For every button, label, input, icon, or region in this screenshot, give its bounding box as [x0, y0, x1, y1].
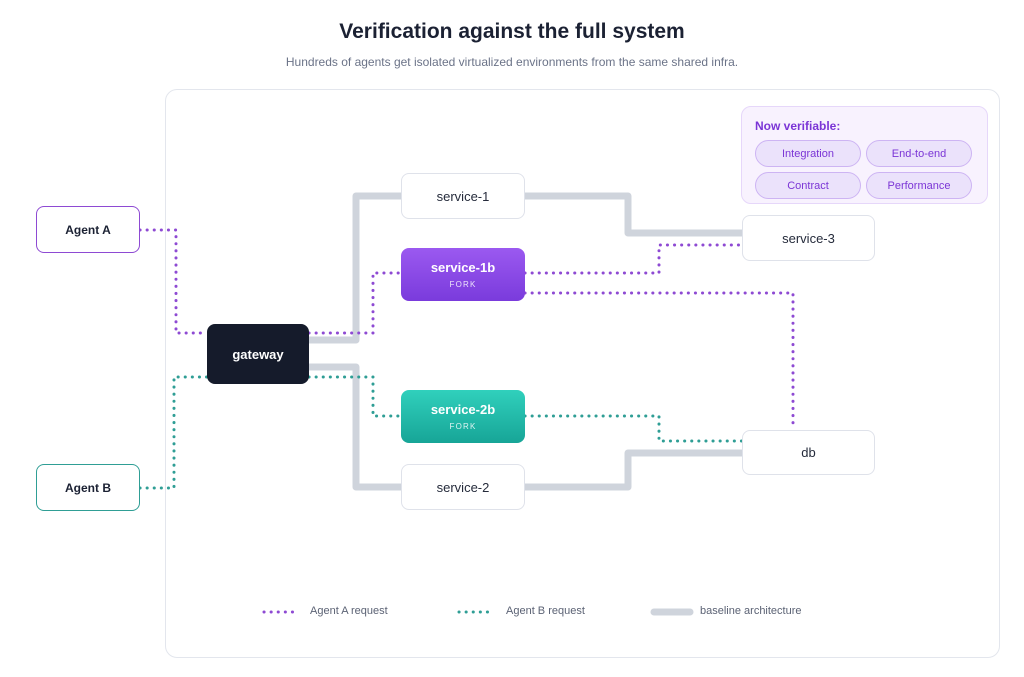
agent-b-label: Agent B — [65, 480, 111, 495]
service-2b-label: service-2b — [430, 402, 496, 417]
service-3-node: service-3 — [742, 215, 875, 261]
baseline-service1-service3 — [525, 192, 742, 237]
service-1-label: service-1 — [436, 188, 490, 204]
service-2b-fork-node: service-2b FORK — [401, 390, 525, 443]
legend-agent-b-label: Agent B request — [506, 605, 585, 617]
agent-a-path-to-db — [523, 291, 795, 431]
fork-tag: FORK — [449, 422, 477, 431]
agent-a-node: Agent A — [36, 206, 140, 253]
baseline-service2-db — [525, 449, 742, 491]
service-1-node: service-1 — [401, 173, 525, 219]
fork-tag: FORK — [449, 280, 477, 289]
service-1b-label: service-1b — [430, 260, 496, 275]
legend-baseline-label: baseline architecture — [700, 605, 802, 617]
agent-b-node: Agent B — [36, 464, 140, 511]
agent-a-path-to-service3 — [523, 243, 744, 275]
verifiable-item-contract: Contract — [755, 172, 861, 199]
verifiable-item-integration: Integration — [755, 140, 861, 167]
gateway-label: gateway — [232, 346, 284, 362]
now-verifiable-panel: Now verifiable: Integration End-to-end C… — [741, 106, 988, 204]
agent-b-path-to-db — [523, 414, 744, 443]
baseline-gateway-service1 — [309, 192, 401, 344]
page-title: Verification against the full system — [339, 20, 685, 43]
legend-agent-a-label: Agent A request — [310, 605, 388, 617]
gateway-node: gateway — [207, 324, 309, 384]
page-subtitle: Hundreds of agents get isolated virtuali… — [285, 55, 739, 69]
verifiable-item-end-to-end: End-to-end — [866, 140, 972, 167]
verifiable-item-performance: Performance — [866, 172, 972, 199]
now-verifiable-title: Now verifiable: — [755, 119, 841, 133]
baseline-gateway-service2 — [309, 363, 401, 491]
agent-a-label: Agent A — [65, 222, 111, 237]
service-3-label: service-3 — [782, 230, 835, 246]
agent-b-path-to-gateway — [138, 375, 209, 490]
service-2-label: service-2 — [436, 479, 490, 495]
service-2-node: service-2 — [401, 464, 525, 510]
service-1b-fork-node: service-1b FORK — [401, 248, 525, 301]
agent-a-path-to-gateway — [138, 228, 209, 335]
db-node: db — [742, 430, 875, 475]
db-label: db — [801, 445, 816, 460]
